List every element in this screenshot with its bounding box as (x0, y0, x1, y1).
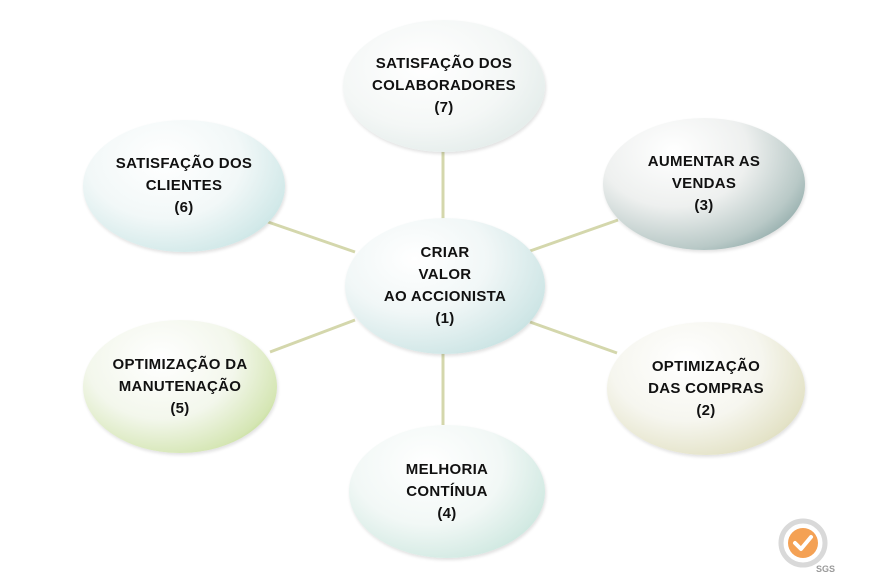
node-satisfacao-clientes: SATISFAÇÃO DOS CLIENTES (6) (83, 120, 285, 252)
sgs-logo-text: SGS (816, 564, 835, 574)
node-label: SATISFAÇÃO DOS CLIENTES (6) (115, 155, 253, 216)
node-optimizacao-manutencao: OPTIMIZAÇÃO DA MANUTENAÇÃO (5) (83, 320, 277, 453)
node-melhoria-continua: MELHORIA CONTÍNUA (4) (349, 425, 545, 558)
connector-left-top (267, 220, 356, 254)
node-satisfacao-colaboradores: SATISFAÇÃO DOS COLABORADORES (7) (343, 20, 545, 152)
node-label: OPTIMIZAÇÃO DA MANUTENAÇÃO (5) (112, 355, 248, 417)
connector-left-bottom (269, 318, 356, 354)
connector-right-top (529, 218, 619, 253)
node-label: OPTIMIZAÇÃO DAS COMPRAS (2) (648, 357, 764, 419)
sgs-certification-seal-icon: SGS (778, 518, 835, 574)
connector-right-bottom (529, 320, 618, 355)
node-label: MELHORIA CONTÍNUA (4) (405, 460, 489, 522)
node-criar-valor-accionista: CRIAR VALOR AO ACCIONISTA (1) (345, 218, 545, 354)
node-label: AUMENTAR AS VENDAS (3) (647, 153, 761, 214)
node-label: CRIAR VALOR AO ACCIONISTA (1) (383, 244, 507, 327)
node-label: SATISFAÇÃO DOS COLABORADORES (7) (372, 55, 516, 116)
node-aumentar-vendas: AUMENTAR AS VENDAS (3) (603, 118, 805, 250)
node-optimizacao-compras: OPTIMIZAÇÃO DAS COMPRAS (2) (607, 322, 805, 455)
